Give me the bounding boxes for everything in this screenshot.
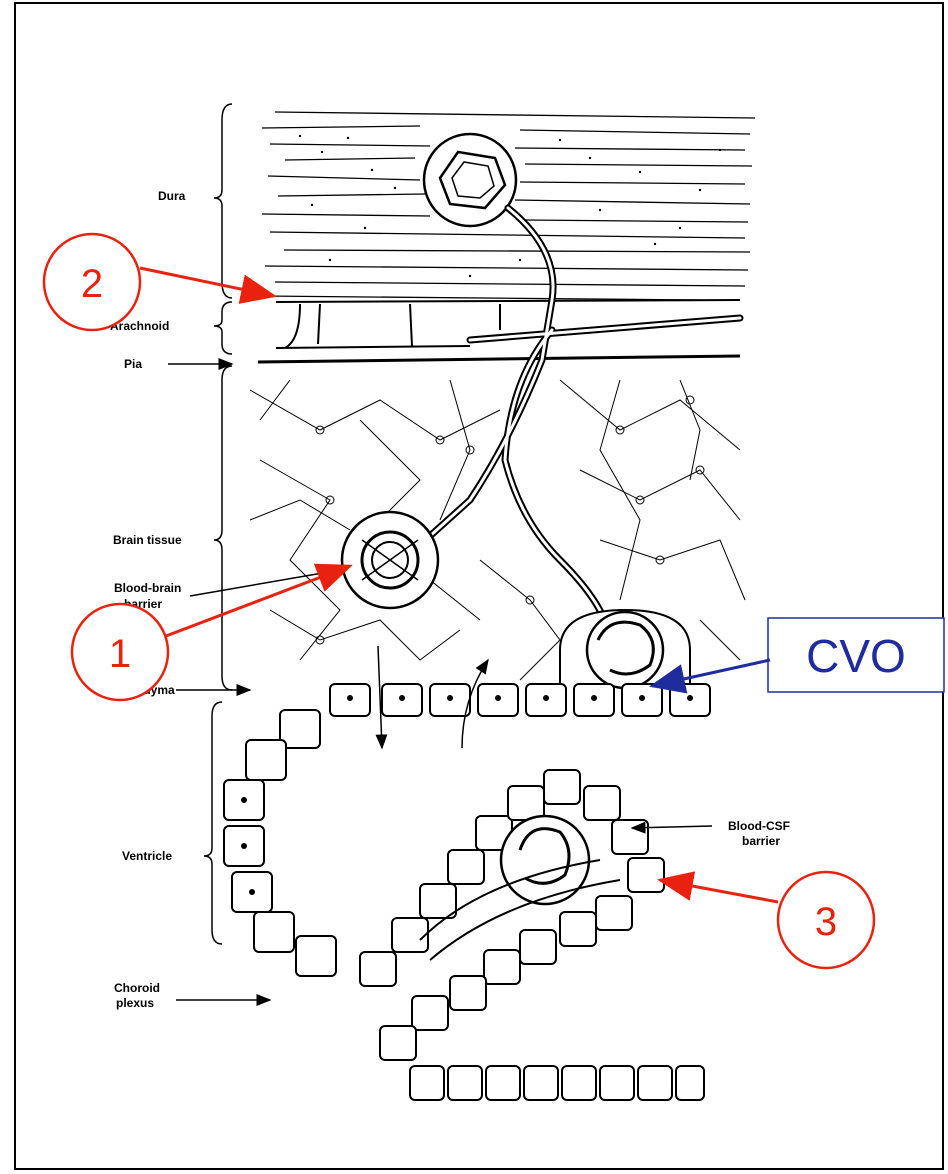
cvo-callout: CVO xyxy=(652,618,944,692)
choroid-label-line1: Choroid xyxy=(114,981,160,995)
pia-label: Pia xyxy=(124,357,142,371)
callout-3-number: 3 xyxy=(815,900,837,944)
ventricle-label: Ventricle xyxy=(122,849,172,863)
dura-label: Dura xyxy=(158,189,186,203)
brain-tissue-label: Brain tissue xyxy=(113,533,182,547)
choroid-label-line2: plexus xyxy=(116,996,154,1010)
callout-2: 2 xyxy=(44,234,274,330)
pia-layer xyxy=(258,356,740,362)
bcsf-label-line1: Blood-CSF xyxy=(728,819,790,833)
blood-vessels xyxy=(420,208,740,630)
callout-3: 3 xyxy=(660,872,874,968)
callout-2-number: 2 xyxy=(81,262,103,306)
cvo-capillary xyxy=(560,610,690,688)
bcsf-label-line2: barrier xyxy=(742,834,780,848)
bbb-capillary xyxy=(342,512,438,608)
bbb-label-line1: Blood-brain xyxy=(114,581,181,595)
cvo-label: CVO xyxy=(806,630,906,682)
dura-vessel xyxy=(424,134,516,226)
callout-1-number: 1 xyxy=(109,632,131,676)
